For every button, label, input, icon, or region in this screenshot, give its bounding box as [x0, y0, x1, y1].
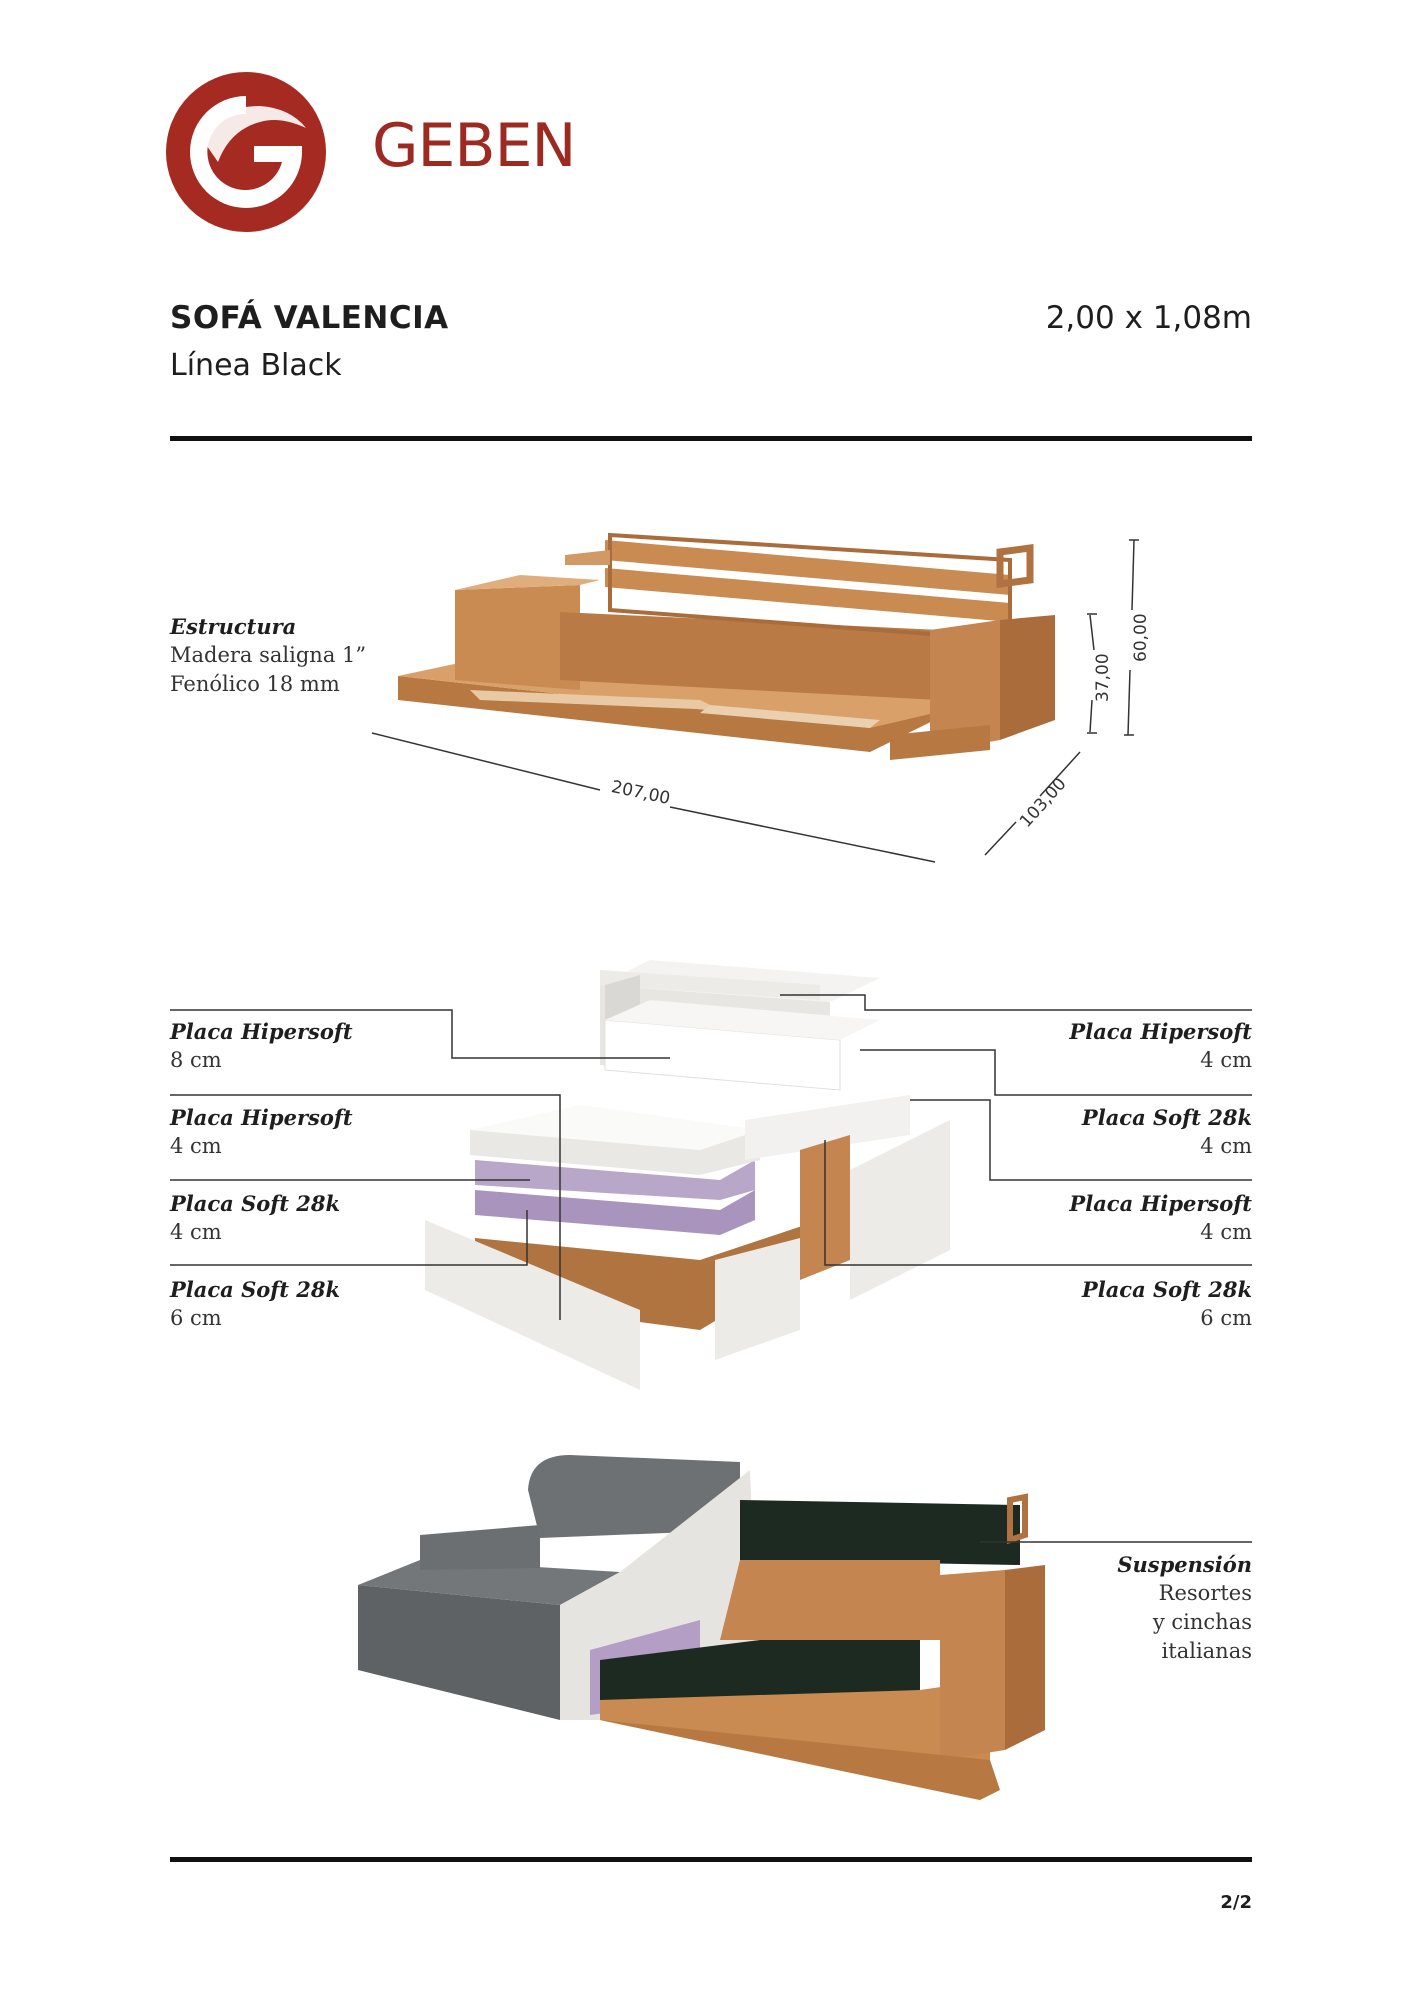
structure-label-title: Estructura — [170, 614, 297, 639]
upholstered-section-illustration — [358, 1455, 1045, 1800]
foam-label-title: Placa Hipersoft — [1069, 1191, 1252, 1216]
foam-label-value: 8 cm — [170, 1048, 222, 1072]
foam-label-right-1: Placa Hipersoft 4 cm — [1069, 1017, 1252, 1075]
foam-label-left-1: Placa Hipersoft 8 cm — [170, 1017, 353, 1075]
page-number: 2/2 — [1220, 1892, 1252, 1913]
foam-label-left-3: Placa Soft 28k 4 cm — [170, 1189, 340, 1247]
suspension-label-line: Resortes — [1158, 1581, 1252, 1605]
total-height-dimension: 60,00 — [1131, 613, 1151, 662]
suspension-label: Suspensión Resortes y cinchas italianas — [1117, 1550, 1252, 1666]
foam-label-value: 4 cm — [1200, 1048, 1252, 1072]
foam-label-title: Placa Soft 28k — [1081, 1105, 1252, 1130]
suspension-label-line: y cinchas — [1152, 1610, 1252, 1634]
wooden-frame-illustration — [398, 532, 1055, 760]
foam-label-title: Placa Soft 28k — [170, 1277, 341, 1302]
structure-label-line: Fenólico 18 mm — [170, 672, 340, 696]
foam-label-right-3: Placa Hipersoft 4 cm — [1069, 1189, 1252, 1247]
depth-dimension: 103,00 — [1016, 774, 1071, 832]
suspension-label-title: Suspensión — [1117, 1552, 1252, 1577]
foam-label-title: Placa Hipersoft — [170, 1019, 353, 1044]
suspension-label-line: italianas — [1161, 1639, 1252, 1663]
product-dimensions: 2,00 x 1,08m — [1045, 300, 1252, 336]
foam-label-value: 4 cm — [1200, 1220, 1252, 1244]
top-divider — [170, 436, 1252, 441]
width-dimension: 207,00 — [610, 777, 672, 809]
foam-label-value: 4 cm — [170, 1134, 222, 1158]
foam-label-value: 4 cm — [1200, 1134, 1252, 1158]
geben-logo-icon — [166, 72, 326, 232]
foam-label-right-4: Placa Soft 28k 6 cm — [1082, 1275, 1252, 1333]
dimension-lines — [371, 539, 1139, 863]
foam-label-value: 6 cm — [170, 1306, 222, 1330]
bottom-divider — [170, 1857, 1252, 1862]
foam-layers-illustration — [425, 960, 950, 1390]
foam-label-value: 6 cm — [1200, 1306, 1252, 1330]
foam-label-title: Placa Soft 28k — [170, 1191, 341, 1216]
structure-label-line: Madera saligna 1” — [170, 643, 367, 667]
foam-label-value: 4 cm — [170, 1220, 222, 1244]
product-line: Línea Black — [170, 348, 342, 383]
foam-label-title: Placa Hipersoft — [170, 1105, 353, 1130]
page-title: SOFÁ VALENCIA — [170, 300, 449, 336]
foam-label-title: Placa Hipersoft — [1069, 1019, 1252, 1044]
structure-label: Estructura Madera saligna 1” Fenólico 18… — [170, 612, 366, 699]
foam-label-right-2: Placa Soft 28k 4 cm — [1082, 1103, 1252, 1161]
foam-label-left-2: Placa Hipersoft 4 cm — [170, 1103, 353, 1161]
foam-label-left-4: Placa Soft 28k 6 cm — [170, 1275, 340, 1333]
foam-label-title: Placa Soft 28k — [1081, 1277, 1252, 1302]
brand-name: GEBEN — [372, 111, 576, 181]
seat-height-dimension: 37,00 — [1093, 653, 1113, 702]
